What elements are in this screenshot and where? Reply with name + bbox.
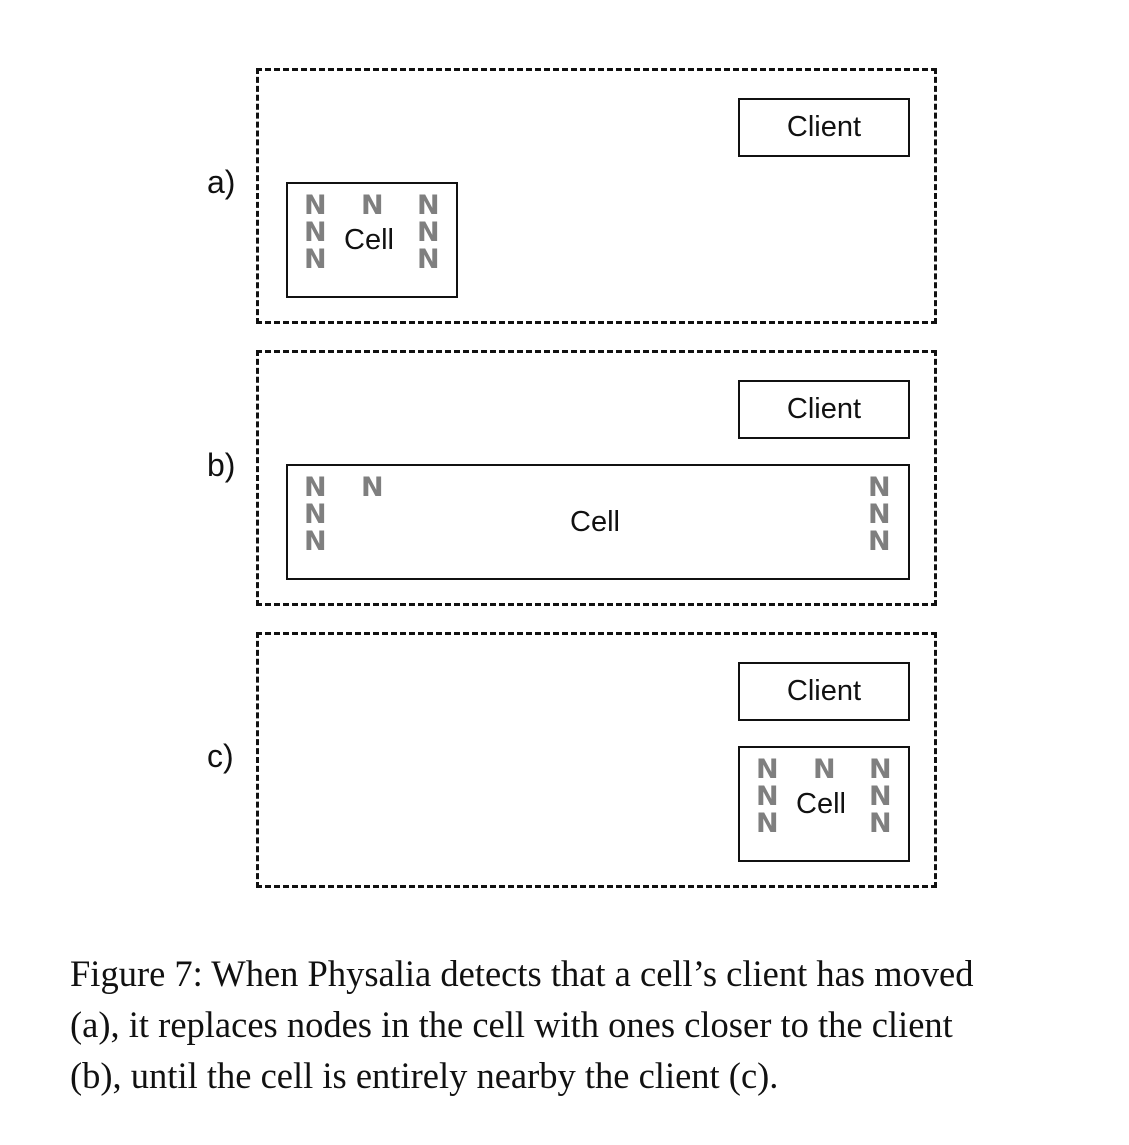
node-a-5: N — [417, 190, 440, 221]
node-b-2: N — [304, 499, 327, 530]
panel-a: Client N N N N N N N Cell — [256, 68, 937, 324]
node-c-2: N — [756, 781, 779, 812]
panel-b-label: b) — [207, 447, 236, 483]
cell-box-c: N N N N N N N Cell — [738, 746, 910, 862]
node-b-6: N — [868, 499, 891, 530]
cell-box-a: N N N N N N N Cell — [286, 182, 458, 298]
client-box-a: Client — [738, 98, 910, 157]
node-a-6: N — [417, 217, 440, 248]
client-label-b: Client — [786, 393, 862, 425]
node-a-1: N — [304, 190, 327, 221]
client-box-b: Client — [738, 380, 910, 439]
node-a-2: N — [304, 217, 327, 248]
node-c-7: N — [869, 808, 892, 839]
cell-label-b: Cell — [570, 506, 620, 538]
node-b-5: N — [868, 472, 891, 503]
node-a-4: N — [361, 190, 384, 221]
node-c-1: N — [756, 754, 779, 785]
caption-line-2: (a), it replaces nodes in the cell with … — [70, 1004, 953, 1045]
node-c-5: N — [869, 754, 892, 785]
client-label-c: Client — [786, 675, 862, 707]
panel-b: Client N N N N N N N Cell — [256, 350, 937, 606]
cell-label-a: Cell — [344, 224, 394, 256]
node-a-7: N — [417, 244, 440, 275]
node-c-4: N — [813, 754, 836, 785]
node-a-3: N — [304, 244, 327, 275]
caption-line-3: (b), until the cell is entirely nearby t… — [70, 1055, 779, 1096]
cell-label-c: Cell — [796, 788, 846, 820]
node-c-6: N — [869, 781, 892, 812]
client-box-c: Client — [738, 662, 910, 721]
figure-caption: Figure 7: When Physalia detects that a c… — [70, 948, 1090, 1101]
panel-c-label: c) — [207, 738, 234, 774]
cell-box-b: N N N N N N N Cell — [286, 464, 910, 580]
node-b-1: N — [304, 472, 327, 503]
panel-c: Client N N N N N N N Cell — [256, 632, 937, 888]
caption-line-1: Figure 7: When Physalia detects that a c… — [70, 953, 974, 994]
node-b-7: N — [868, 526, 891, 557]
node-b-4: N — [361, 472, 384, 503]
node-b-3: N — [304, 526, 327, 557]
node-c-3: N — [756, 808, 779, 839]
client-label-a: Client — [786, 111, 862, 143]
panel-a-label: a) — [207, 164, 236, 200]
